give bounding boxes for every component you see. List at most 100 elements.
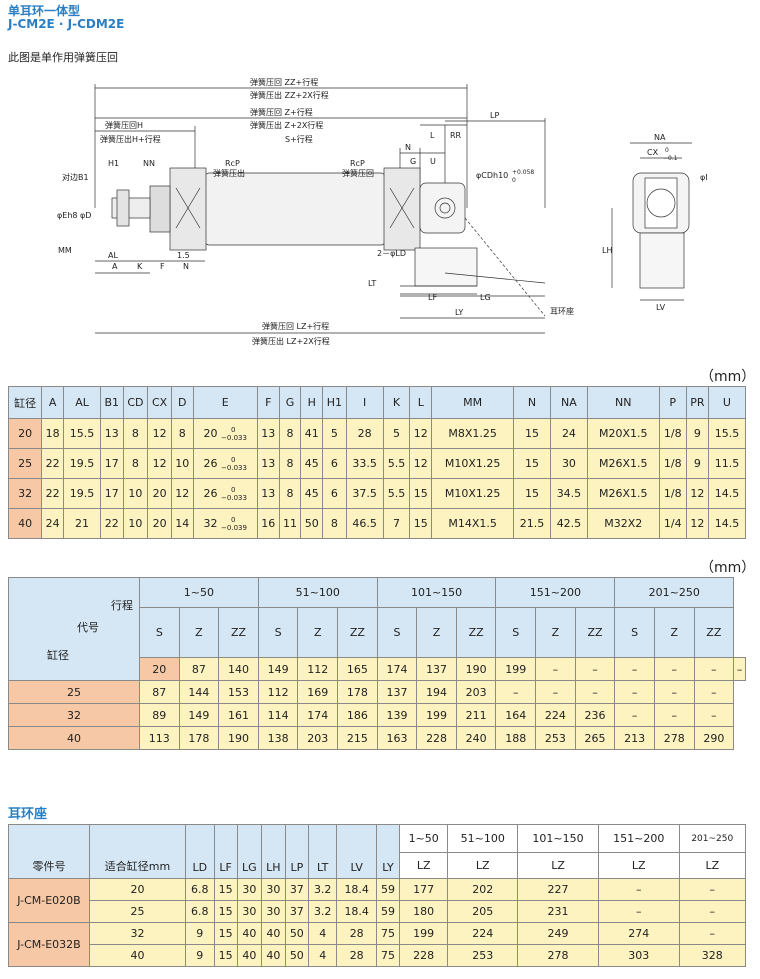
value-cell: 211 [455,703,497,727]
value-cell: 194 [416,680,457,704]
value-cell: – [693,657,735,681]
value-cell: 8 [278,478,302,509]
lz-cell: – [597,900,680,923]
value-cell: 40 [260,944,286,967]
dim-cx-lo: −0.1 [663,155,678,162]
value-cell: 6 [322,448,347,479]
value-cell: 278 [653,726,695,750]
value-cell: 6 [322,478,347,509]
value-cell: M10X1.25 [431,478,515,509]
spring-out-label: 弹簧压出 [213,168,245,178]
value-cell: 9 [185,944,215,967]
value-cell: 24 [549,418,588,449]
value-cell: 203 [455,680,497,704]
value-cell: 37.5 [345,478,384,509]
header-cell: LP [284,824,309,879]
value-cell: 18 [41,418,65,449]
value-cell: 15 [213,922,238,945]
sub-header: Z [178,607,220,658]
sub-header: ZZ [693,607,735,658]
value-cell: 12 [170,478,194,509]
value-cell: 228 [416,726,457,750]
value-cell: 16 [256,508,280,539]
model-code: J-CM2E · J-CDM2E [8,17,125,31]
e-cell: 26 0−0.033 [192,478,258,509]
value-cell: 21 [63,508,101,539]
value-cell: 22 [41,478,65,509]
bore-cell: 20 [139,657,180,681]
value-cell: 169 [297,680,339,704]
lz-cell: – [678,922,747,945]
header-cell: K [382,386,411,419]
dim-cdh: φCDh10 [476,171,508,180]
value-cell: 30 [260,900,286,923]
lz-cell: 227 [517,878,599,901]
value-cell: 15.5 [707,418,747,449]
bore-cell: 40 [8,726,140,750]
value-cell: 14.5 [707,508,747,539]
dim-lg: LG [480,293,491,302]
value-cell: 28 [345,418,384,449]
header-cell: H [300,386,324,419]
bore-cell: 32 [7,478,43,509]
value-cell: 19.5 [63,478,101,509]
dim-g: G [410,157,416,166]
value-cell: 75 [375,944,401,967]
dim-al: AL [108,251,118,260]
e-value: 32 [203,516,218,530]
range-header: 101~150 [376,577,497,608]
value-cell: 59 [375,878,401,901]
value-cell: 15 [213,878,238,901]
dim-f: F [160,262,165,271]
range-header: 151~200 [597,824,680,853]
header-cell: LT [307,824,338,879]
value-cell: 144 [178,680,220,704]
value-cell: 33.5 [345,448,384,479]
value-cell: 5.5 [382,478,411,509]
e-cell: 32 0−0.039 [192,508,258,539]
dim-eh8: φEh8 [57,211,78,220]
dim-na: NA [654,133,666,142]
value-cell: 1/8 [658,478,687,509]
value-cell: 236 [574,703,616,727]
value-cell: 75 [375,922,401,945]
value-cell: 164 [495,703,537,727]
dim-d: φD [80,211,91,220]
value-cell: 178 [178,726,220,750]
value-cell: M14X1.5 [431,508,515,539]
dim-cdh-lo: 0 [512,177,516,184]
e-cell: 20 0−0.033 [192,418,258,449]
value-cell: – [535,657,576,681]
sub-header: S [495,607,537,658]
tol-upper: 0 [231,515,236,524]
value-cell: 161 [218,703,259,727]
value-cell: 22 [99,508,124,539]
header-cell: 适合缸径mm [89,824,186,879]
value-cell: 15 [513,448,551,479]
dim-k: K [137,262,143,271]
range-header: 201~250 [678,824,747,853]
value-cell: 41 [300,418,324,449]
table-corner: 行程代号缸径 [8,577,140,681]
dim-lz-extend: 弹簧压出 LZ+2X行程 [252,336,330,346]
sub-header: S [139,607,180,658]
bore-cell: 25 [89,900,186,923]
value-cell: 12 [685,478,709,509]
lz-cell: – [678,878,747,901]
value-cell: 290 [693,726,735,750]
value-cell: 8 [278,448,302,479]
value-cell: 8 [278,418,302,449]
value-cell: 174 [376,657,418,681]
value-cell: 137 [416,657,457,681]
header-cell: CX [147,386,172,419]
value-cell: 21.5 [513,508,551,539]
tol-upper: 0 [231,425,236,434]
value-cell: 50 [300,508,324,539]
value-cell: 30 [236,900,262,923]
value-cell: 4 [307,944,338,967]
bore-cell: 40 [7,508,43,539]
value-cell: 40 [236,922,262,945]
code-header: 代号 [77,621,99,634]
